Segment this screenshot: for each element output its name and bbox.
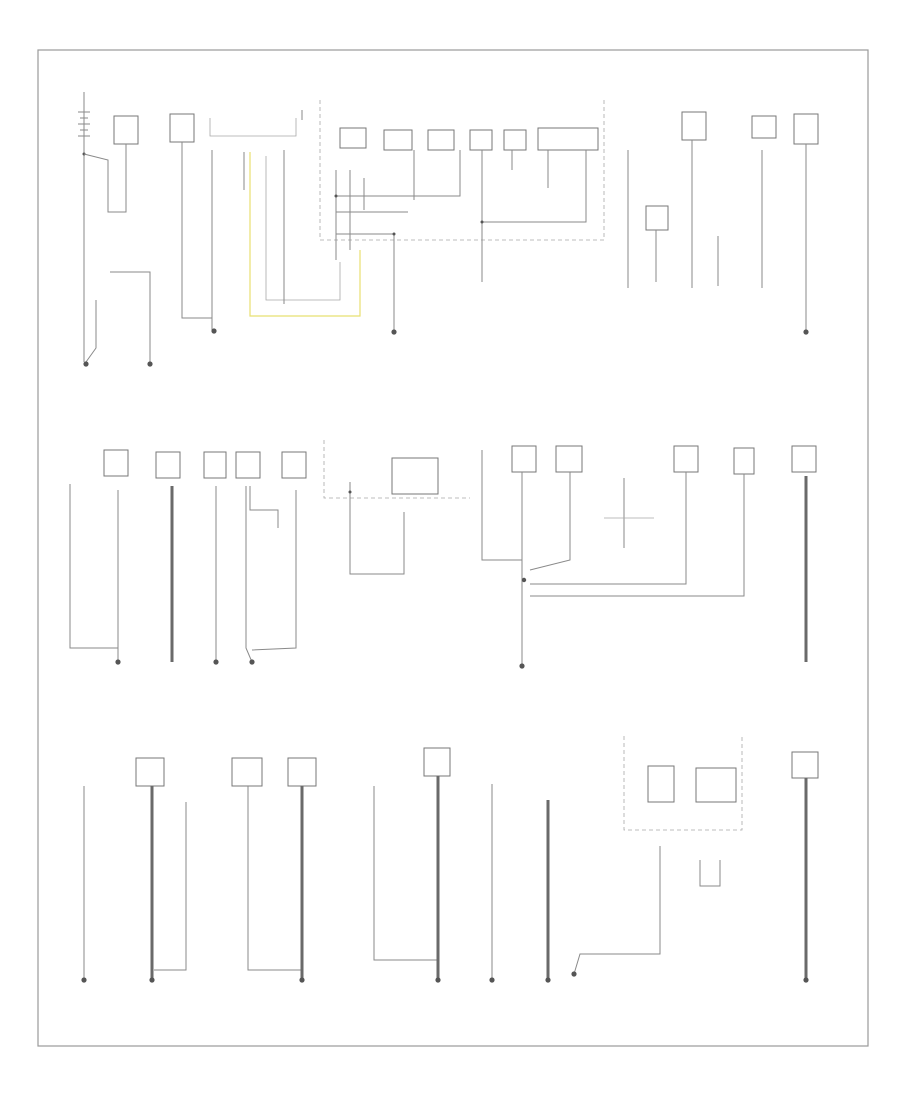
module-outline (623, 736, 743, 831)
component-box (793, 113, 819, 145)
component-box (287, 757, 317, 787)
component-box (423, 747, 451, 777)
row-2-circuits (69, 440, 817, 669)
component-box (383, 129, 413, 151)
component-box (645, 205, 669, 231)
component-box (673, 445, 699, 473)
ground-point (83, 361, 89, 367)
ground-point (147, 361, 153, 367)
component-box (511, 445, 537, 473)
ground-point (435, 977, 441, 983)
ground-point (391, 329, 397, 335)
ground-point (249, 659, 255, 665)
component-box (427, 129, 455, 151)
ground-point (571, 971, 577, 977)
ground-point (489, 977, 495, 983)
ground-point (519, 663, 525, 669)
component-box (751, 115, 777, 139)
ground-point (803, 329, 809, 335)
component-box (203, 451, 227, 479)
component-box (791, 445, 817, 473)
ground-point (115, 659, 121, 665)
diagram-border (37, 49, 869, 1047)
component-box (231, 757, 263, 787)
ground-point (149, 977, 155, 983)
component-box (555, 445, 583, 473)
component-box (155, 451, 181, 479)
component-box (469, 129, 493, 151)
yellow-wire (249, 152, 361, 317)
row-1-circuits (78, 92, 819, 367)
junction-block-outline (319, 100, 605, 241)
component-box (791, 751, 819, 779)
component-box (537, 127, 599, 151)
ground-point (299, 977, 305, 983)
component-box (235, 451, 261, 479)
component-box (135, 757, 165, 787)
ground-point (545, 977, 551, 983)
component-box (647, 765, 675, 803)
component-box (503, 129, 527, 151)
ground-point (213, 659, 219, 665)
module-outline (323, 440, 470, 499)
battery-symbol (78, 92, 127, 213)
component-box (339, 127, 367, 149)
component-box (103, 449, 129, 477)
row-3-circuits (81, 736, 819, 983)
component-box (281, 451, 307, 479)
ground-point (803, 977, 809, 983)
component-box (391, 457, 439, 495)
connector-bracket (209, 118, 297, 137)
component-box (113, 115, 139, 145)
component-box (169, 113, 195, 143)
ground-point (81, 977, 87, 983)
component-box (681, 111, 707, 141)
component-box (695, 767, 737, 803)
component-box (733, 447, 755, 475)
ground-point (211, 328, 217, 334)
